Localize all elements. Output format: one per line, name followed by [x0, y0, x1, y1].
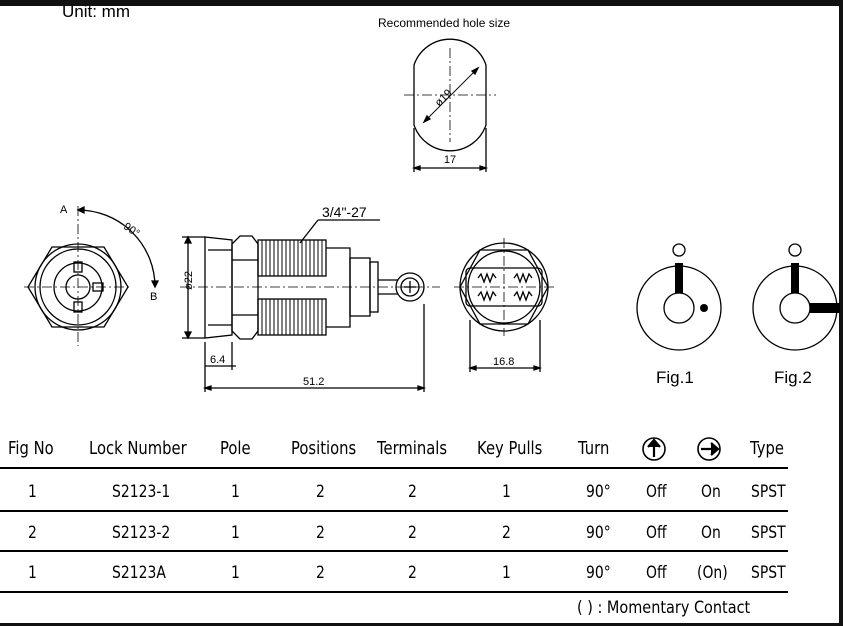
- header-key-pulls: Key Pulls: [477, 438, 543, 459]
- dim-16-8-label: 16.8: [493, 356, 514, 368]
- table-cell: 2: [316, 482, 325, 502]
- thread-label: 3/4"-27: [322, 204, 367, 220]
- table-cell: 1: [231, 563, 240, 583]
- recommended-hole-label: Recommended hole size: [378, 16, 511, 30]
- table-cell: 2: [316, 563, 325, 583]
- table-cell: 1: [231, 523, 240, 543]
- table-cell: SPST: [751, 523, 786, 543]
- header-type: Type: [750, 438, 784, 459]
- table-rule-1: [0, 510, 788, 512]
- frame-top-border: [0, 0, 843, 6]
- table-rule-header: [0, 467, 788, 469]
- unit-label: Unit: mm: [62, 2, 130, 21]
- fig2-diagram: [752, 243, 840, 351]
- frame-right-border: [839, 0, 843, 626]
- header-positions: Positions: [291, 438, 357, 459]
- table-cell: 2: [316, 523, 325, 543]
- table-cell: SPST: [751, 563, 786, 583]
- header-pole: Pole: [220, 438, 251, 459]
- table-cell: 1: [502, 563, 511, 583]
- table-cell: 2: [502, 523, 511, 543]
- fig2-label: Fig.2: [774, 368, 812, 387]
- momentary-contact-note: ( ) : Momentary Contact: [577, 598, 751, 618]
- table-cell: S2123A: [112, 563, 166, 583]
- table-cell: S2123-1: [112, 482, 171, 502]
- point-a-label: A: [60, 204, 68, 216]
- header-fig-no: Fig No: [8, 438, 54, 459]
- table-cell: On: [701, 482, 721, 502]
- table-cell: Off: [646, 523, 667, 543]
- header-terminals: Terminals: [377, 438, 448, 459]
- table-cell: 2: [408, 523, 417, 543]
- recommended-hole-shape: [404, 38, 496, 172]
- table-cell: 2: [28, 523, 37, 543]
- table-cell: S2123-2: [112, 523, 171, 543]
- header-lock-number: Lock Number: [89, 438, 187, 459]
- hole-diameter-label: ø19: [433, 87, 455, 109]
- table-cell: 2: [408, 563, 417, 583]
- table-cell: 1: [502, 482, 511, 502]
- table-rule-2: [0, 550, 788, 552]
- dim-51-2-label: 51.2: [303, 376, 324, 388]
- fig1-diagram: [636, 243, 722, 351]
- header-turn: Turn: [578, 438, 610, 459]
- frame-bottom-border: [0, 623, 843, 626]
- table-cell: SPST: [751, 482, 786, 502]
- table-cell: 2: [408, 482, 417, 502]
- dim-6-4-label: 6.4: [210, 354, 225, 366]
- hole-width-label: 17: [444, 154, 456, 166]
- table-cell: 1: [28, 563, 37, 583]
- angle-label: 90°: [121, 220, 142, 239]
- rear-view: [454, 238, 554, 372]
- right-arrow-circle-icon: [697, 437, 721, 461]
- table-cell: 1: [231, 482, 240, 502]
- table-cell: 90°: [586, 523, 611, 543]
- table-cell: 90°: [586, 563, 611, 583]
- table-rule-3: [0, 591, 788, 593]
- table-cell: On: [701, 523, 721, 543]
- front-view-hex: [24, 205, 160, 346]
- side-view-body: [180, 219, 440, 392]
- table-cell: (On): [697, 563, 728, 583]
- diameter-22-label: ø22: [183, 271, 195, 290]
- table-cell: 1: [28, 482, 37, 502]
- table-cell: Off: [646, 482, 667, 502]
- point-b-label: B: [150, 291, 157, 303]
- fig1-label: Fig.1: [656, 368, 694, 387]
- table-cell: 90°: [586, 482, 611, 502]
- up-arrow-circle-icon: [642, 437, 666, 461]
- thread-hatching: [261, 240, 323, 335]
- table-cell: Off: [646, 563, 667, 583]
